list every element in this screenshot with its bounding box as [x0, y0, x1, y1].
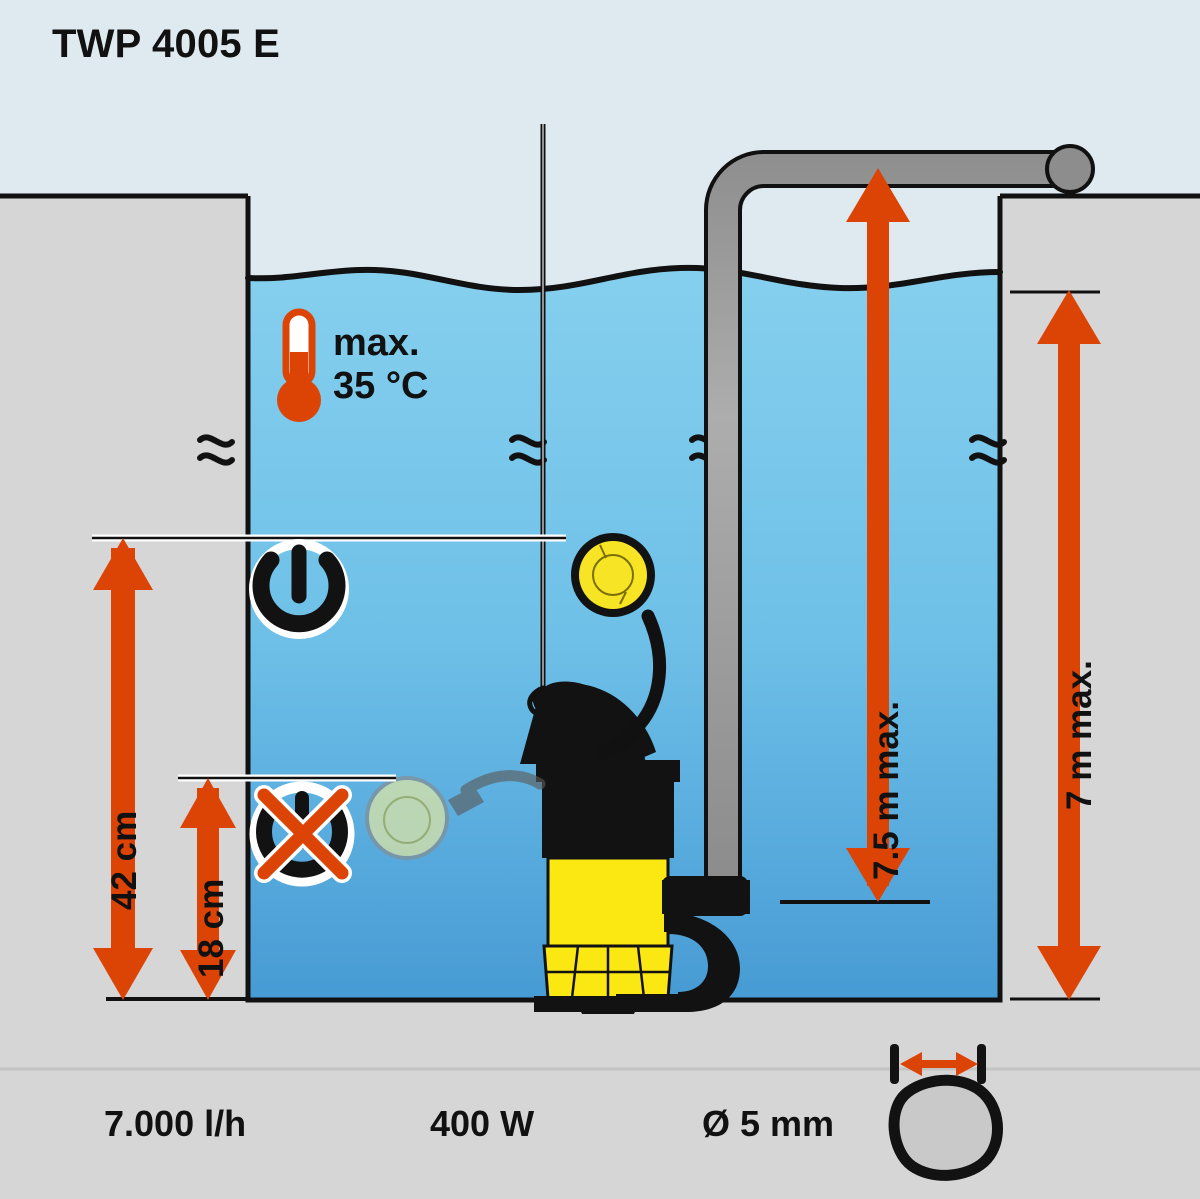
dimension-label-delivery-head: 7.5 m max.: [867, 701, 906, 880]
temperature-label-line2: 35 °C: [333, 364, 429, 407]
dimension-label-switch-on-depth: 42 cm: [105, 810, 144, 910]
spec-power: 400 W: [430, 1103, 535, 1144]
water-surface-line: [245, 264, 1003, 294]
float-switch-off-icon: [365, 770, 546, 860]
thermometer-icon: [277, 308, 321, 422]
width-measure-arrow: [900, 1052, 978, 1076]
dimension-arrow-18cm: [180, 778, 236, 1000]
cross-out-icon: [257, 788, 349, 880]
dimension-label-immersion-depth: 7 m max.: [1060, 660, 1099, 810]
stone-particle-icon: [888, 1044, 1003, 1181]
temperature-label: max. 35 °C: [333, 322, 428, 408]
dimension-arrow-immersion-depth: [1037, 290, 1101, 1000]
dimension-label-switch-off-depth: 18 cm: [192, 878, 231, 978]
spec-flow-rate: 7.000 l/h: [104, 1103, 247, 1144]
power-off-crossed-icon: [249, 781, 355, 887]
dimension-arrow-42cm: [93, 538, 153, 1000]
hose-outlet-icon: [1045, 144, 1095, 194]
power-on-icon: [249, 539, 349, 639]
page-title: TWP 4005 E: [52, 22, 281, 66]
level-reference-lines: [92, 290, 1100, 1001]
spec-max-particle-size: Ø 5 mm: [702, 1103, 835, 1144]
temperature-label-line1: max.: [333, 322, 420, 364]
float-switch-on-icon: [571, 533, 666, 759]
dimension-arrow-delivery-head: [846, 168, 910, 902]
